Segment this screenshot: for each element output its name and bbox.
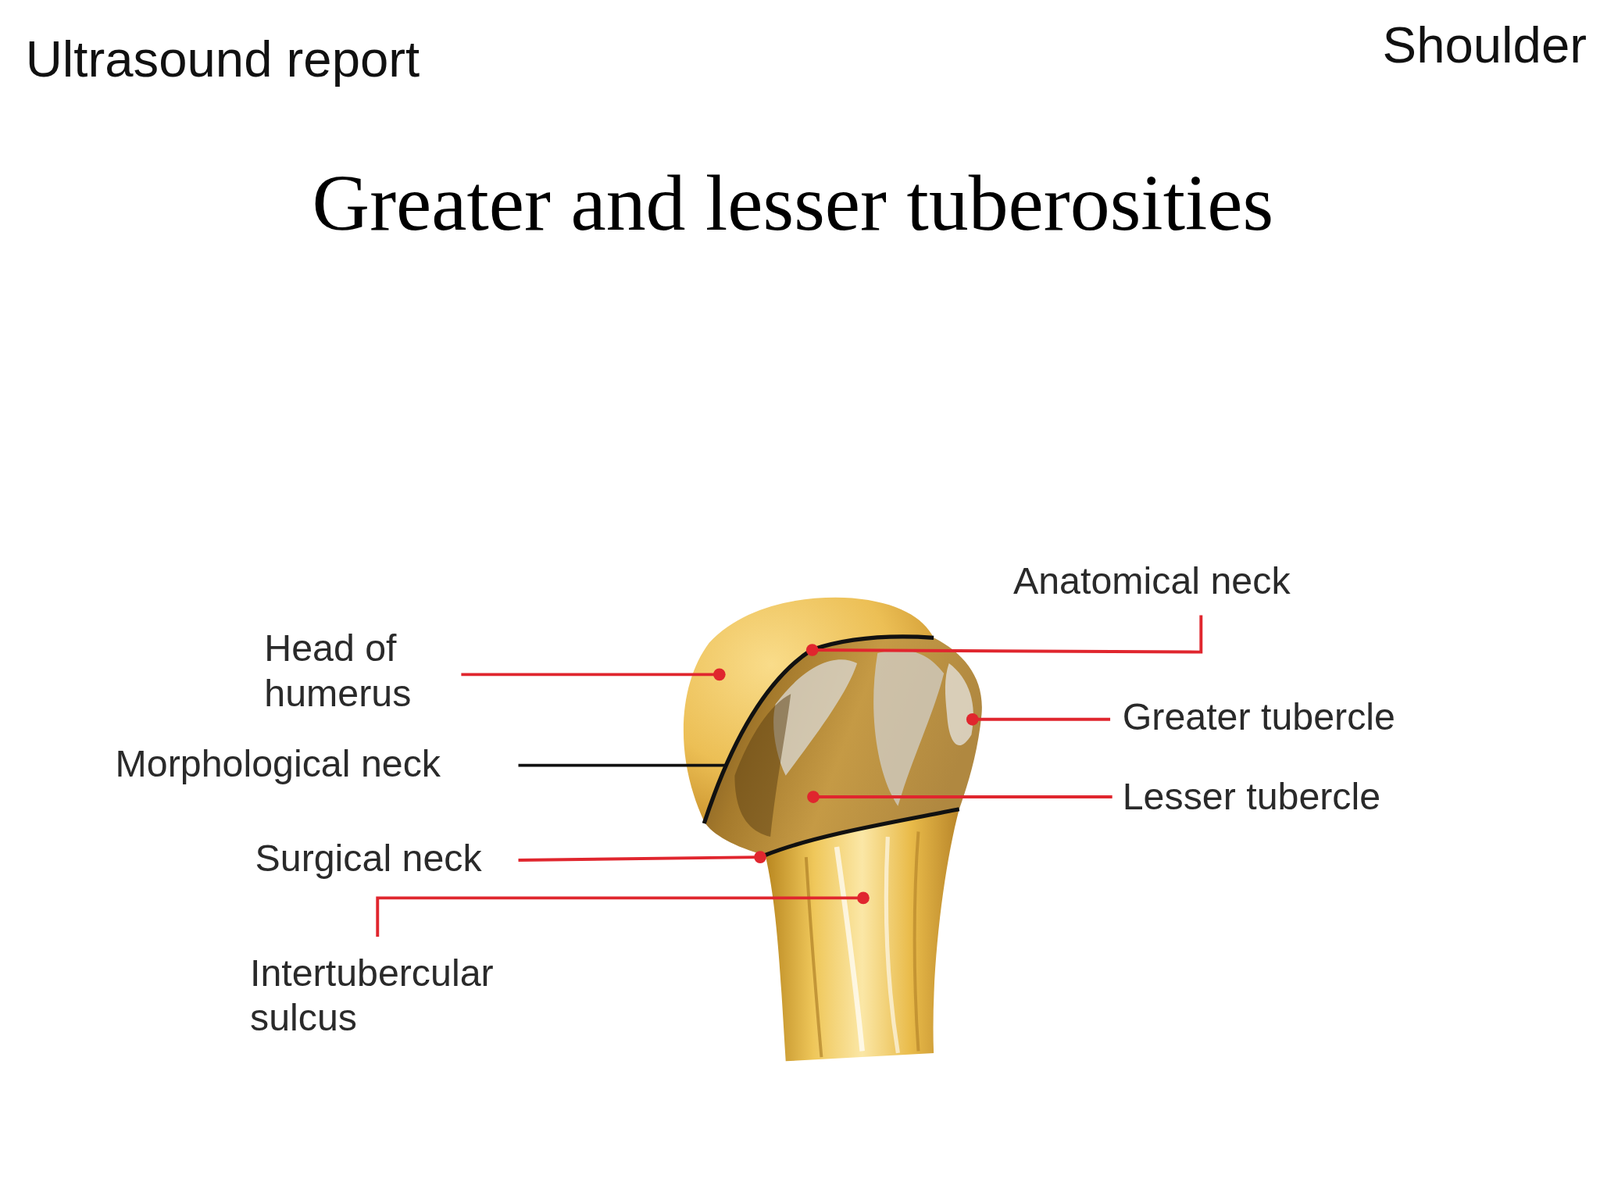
leader-dot	[966, 713, 979, 726]
shaft	[765, 809, 960, 1062]
bone-highlight	[873, 650, 944, 807]
leader-dot	[753, 850, 767, 864]
leader-dot	[857, 892, 870, 905]
leader-line	[972, 717, 1111, 722]
diagram-title: Greater and lesser tuberosities	[312, 163, 1275, 243]
humeral-head	[683, 597, 934, 822]
shaft-streak	[806, 857, 822, 1058]
leader-line	[460, 672, 719, 676]
shaft-streak	[885, 836, 898, 1054]
leader-dot	[713, 668, 726, 682]
header-text: Shoulder	[1382, 14, 1587, 75]
shaft-streak	[914, 831, 919, 1051]
leader-dot	[806, 643, 819, 657]
part-label: Intertubercular sulcus	[250, 950, 557, 1042]
part-label: Morphological neck	[115, 742, 441, 788]
header-text: Ultrasound report	[25, 28, 421, 90]
part-label: Head of humerus	[264, 626, 468, 718]
part-label: Anatomical neck	[1013, 559, 1291, 605]
leader-line	[813, 795, 1113, 799]
bone-highlight	[945, 663, 974, 746]
shaft-streak	[836, 846, 863, 1051]
part-label: Lesser tubercle	[1122, 774, 1381, 820]
leader-dot	[807, 790, 820, 804]
leader-line	[518, 857, 761, 861]
leader-line	[812, 615, 1202, 653]
leader-line	[518, 764, 727, 768]
surgical-neck-line	[765, 809, 960, 856]
part-label: Greater tubercle	[1122, 694, 1396, 740]
part-label: Surgical neck	[255, 836, 483, 883]
leader-line	[377, 897, 864, 937]
